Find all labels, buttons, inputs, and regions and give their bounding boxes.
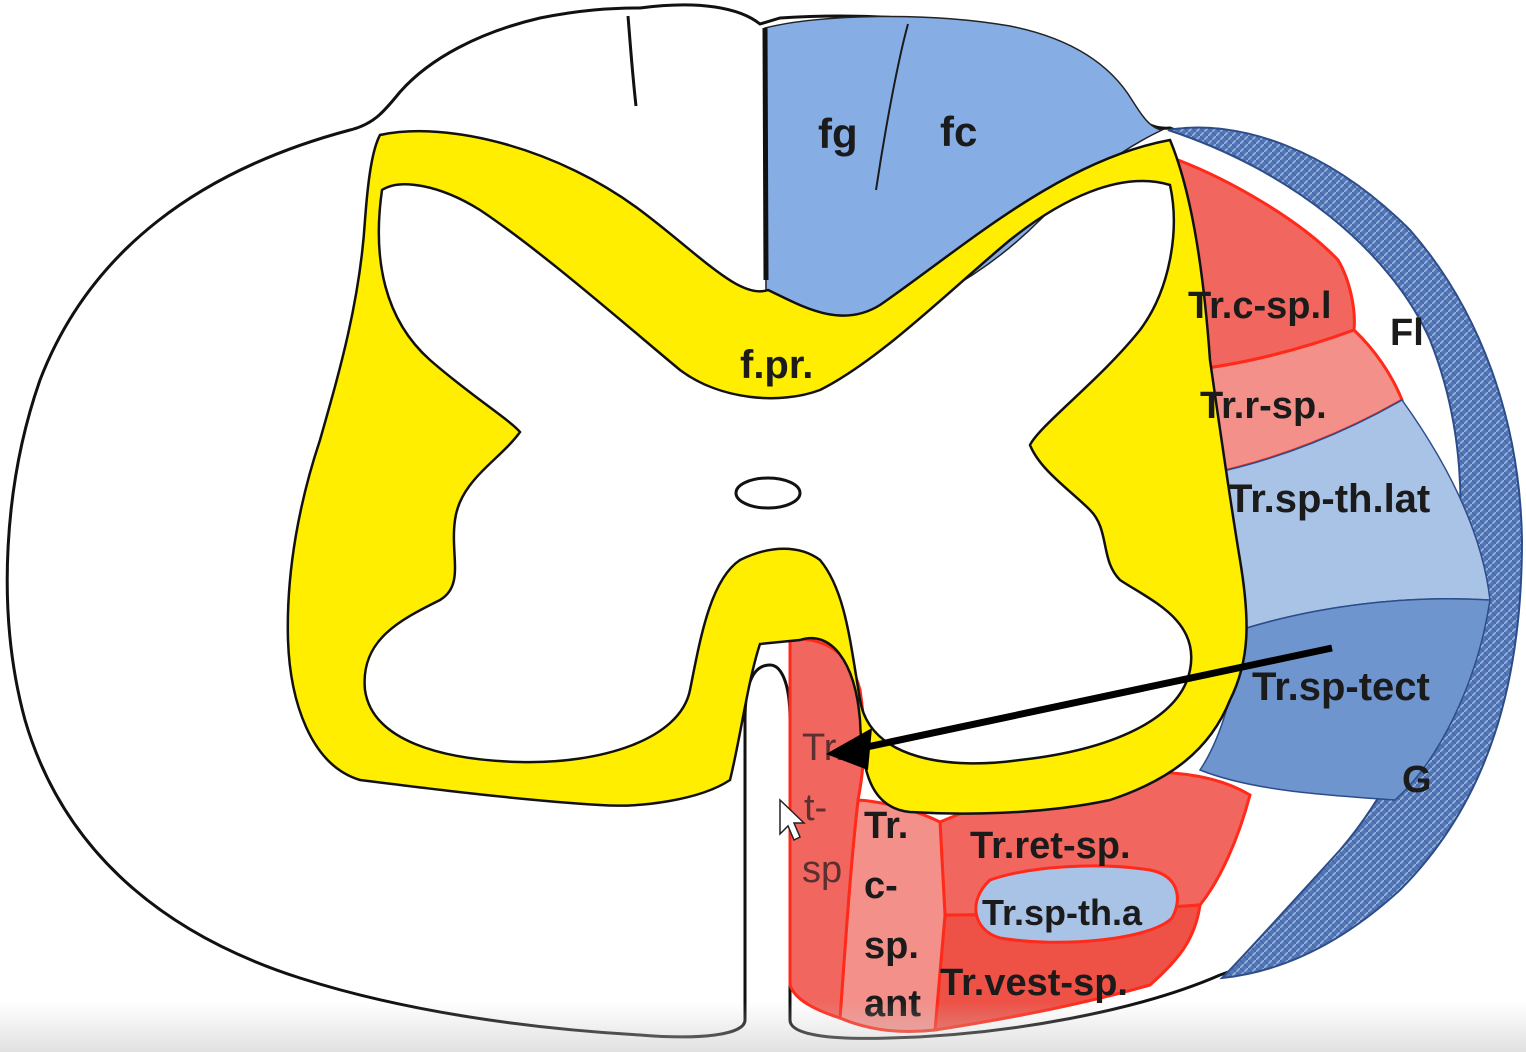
- label-fg: fg: [818, 110, 858, 157]
- central-canal: [736, 478, 800, 508]
- label-tr-vest-sp: Tr.vest-sp.: [940, 962, 1128, 1004]
- label-g: G: [1402, 759, 1432, 801]
- label-tr-t-sp-line2: t-: [804, 787, 827, 829]
- label-fpr: f.pr.: [740, 343, 813, 387]
- label-tr-t-sp-line3: sp: [802, 849, 842, 891]
- fissure-dorsal-median: [765, 28, 766, 280]
- label-tr-ret-sp: Tr.ret-sp.: [970, 825, 1131, 867]
- label-tr-c-sp-ant-line2: c-: [864, 865, 898, 907]
- label-tr-c-sp-l: Tr.c-sp.l: [1188, 285, 1332, 327]
- label-tr-c-sp-ant-line3: sp.: [864, 925, 919, 967]
- label-tr-sp-tect: Tr.sp-tect: [1252, 665, 1430, 709]
- label-tr-sp-th-a: Tr.sp-th.a: [982, 892, 1143, 933]
- label-tr-c-sp-ant-line1: Tr.: [864, 805, 908, 847]
- label-tr-sp-th-lat: Tr.sp-th.lat: [1228, 477, 1430, 521]
- label-tr-c-sp-ant-line4: ant: [864, 983, 921, 1025]
- label-tr-r-sp: Tr.r-sp.: [1200, 385, 1327, 427]
- label-fl: Fl: [1390, 312, 1424, 354]
- label-fc: fc: [940, 108, 977, 155]
